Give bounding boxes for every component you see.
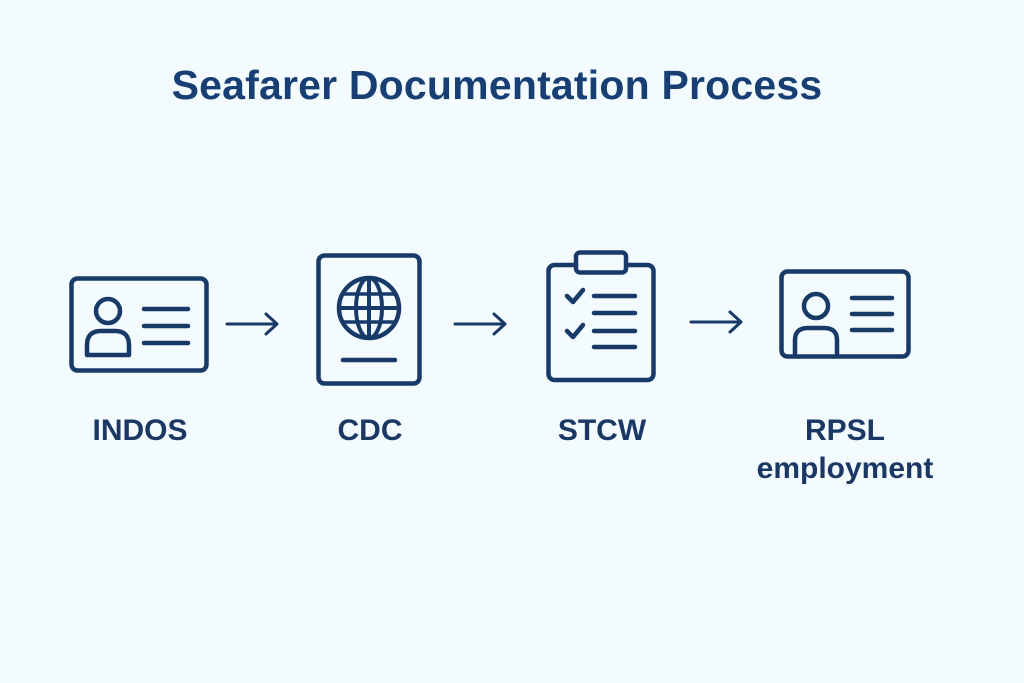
step-label-line: RPSL: [804, 414, 885, 447]
step-label-rpsl-employment: RPSL employment: [735, 412, 955, 488]
step-label-line: CDC: [337, 414, 403, 447]
clipboard-checklist-icon: [546, 250, 656, 383]
arrow-right-icon: [225, 312, 279, 336]
step-label-line: employment: [756, 452, 934, 485]
step-label-indos: INDOS: [30, 412, 250, 450]
id-card-icon: [69, 276, 209, 373]
diagram-title: Seafarer Documentation Process: [171, 62, 823, 108]
arrow-right-icon: [689, 310, 743, 334]
step-label-stcw: STCW: [492, 412, 712, 450]
id-card-icon: [779, 269, 911, 359]
step-label-cdc: CDC: [260, 412, 480, 450]
passport-globe-icon: [316, 253, 422, 386]
step-label-line: STCW: [557, 414, 647, 447]
step-label-line: INDOS: [92, 414, 188, 447]
arrow-right-icon: [453, 312, 507, 336]
